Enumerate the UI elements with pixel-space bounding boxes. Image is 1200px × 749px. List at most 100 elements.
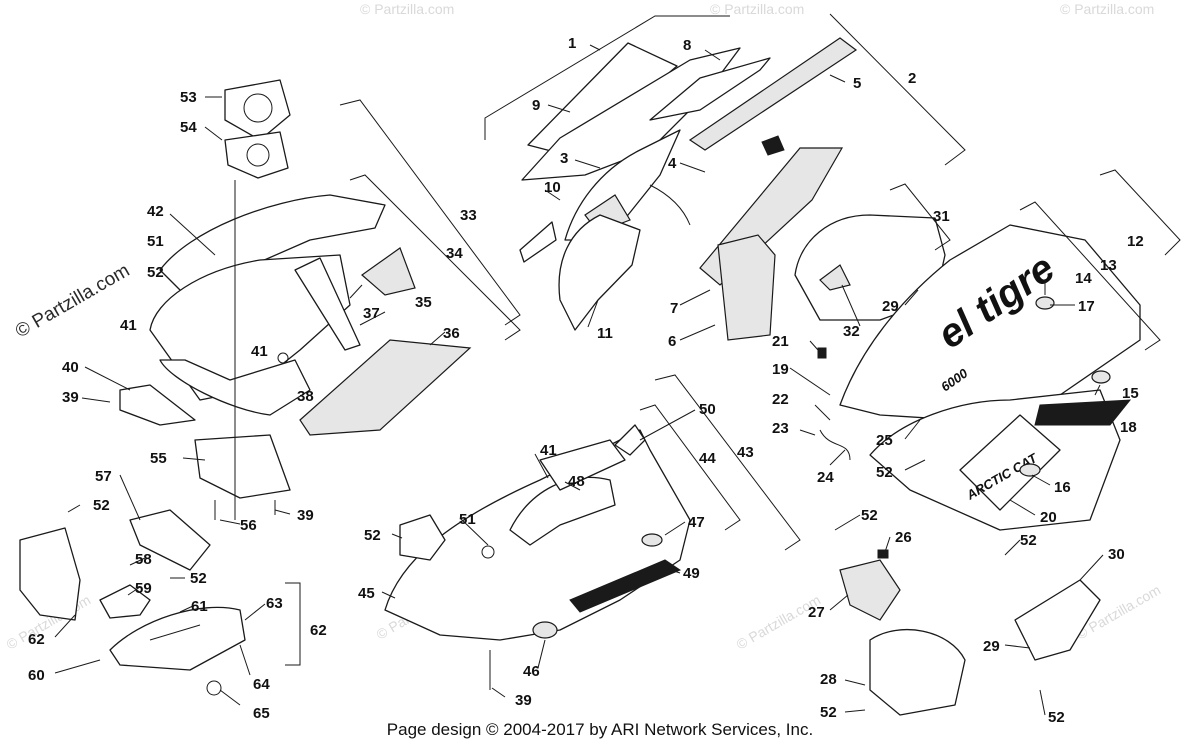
pad-15: [1091, 370, 1111, 384]
decal-part-10: [519, 221, 557, 263]
callout-41-center: 41: [251, 343, 268, 360]
gasket-hole: [243, 93, 273, 123]
callout-31: 31: [933, 208, 950, 225]
callout-52-bottom-right: 52: [1048, 709, 1065, 726]
callout-53: 53: [180, 89, 197, 106]
copyright-footer: Page design © 2004-2017 by ARI Network S…: [386, 720, 814, 739]
panel-crease: [149, 624, 201, 641]
stripe-49: [569, 559, 682, 613]
callout-44: 44: [699, 450, 716, 467]
callout-45: 45: [358, 585, 375, 602]
plate-27: [839, 559, 901, 621]
bracket-52: [399, 514, 446, 561]
callout-12: 12: [1127, 233, 1144, 250]
duct-37: [294, 257, 361, 351]
headlight-40: [119, 384, 196, 426]
hood-assembly: [519, 37, 858, 341]
callout-29: 29: [882, 298, 899, 315]
grommet-51: [481, 545, 495, 559]
callout-35: 35: [415, 294, 432, 311]
callout-48: 48: [568, 473, 585, 490]
callout-32: 32: [843, 323, 860, 340]
pad-32: [819, 264, 851, 291]
callout-18: 18: [1120, 419, 1137, 436]
plate-55: [194, 434, 291, 499]
callout-52-bracket: 52: [861, 507, 878, 524]
callout-33: 33: [460, 207, 477, 224]
callout-54: 54: [180, 119, 197, 136]
callout-59: 59: [135, 580, 152, 597]
callout-52-cover: 52: [190, 570, 207, 587]
foam-block-6: [717, 234, 776, 341]
callout-65: 65: [253, 705, 270, 722]
callout-23: 23: [772, 420, 789, 437]
callout-21: 21: [772, 333, 789, 350]
callout-11: 11: [597, 325, 613, 342]
callout-64: 64: [253, 676, 270, 693]
watermark: © Partzilla.com: [12, 260, 133, 342]
belly-pan-assembly: [384, 424, 691, 690]
seal-part-54: [224, 131, 289, 179]
callout-19: 19: [772, 361, 789, 378]
callout-16: 16: [1054, 479, 1071, 496]
connector-21: [817, 347, 827, 359]
callout-28: 28: [820, 671, 837, 688]
panel-60: [109, 606, 246, 671]
callout-57: 57: [95, 468, 112, 485]
pad-47: [641, 533, 663, 547]
callout-62: 62: [28, 631, 45, 648]
callout-17: 17: [1078, 298, 1095, 315]
callout-3: 3: [560, 150, 568, 167]
callout-39-bottom: 39: [515, 692, 532, 709]
decal-20: [959, 414, 1061, 511]
callout-56: 56: [240, 517, 257, 534]
seal-hole: [246, 143, 270, 167]
pad-46: [532, 621, 558, 639]
callout-50: 50: [699, 401, 716, 418]
callout-41: 41: [120, 317, 137, 334]
duct-28: [869, 628, 966, 716]
callout-39-right: 39: [297, 507, 314, 524]
callout-6: 6: [668, 333, 676, 350]
callout-62-right: 62: [310, 622, 327, 639]
callout-63: 63: [266, 595, 283, 612]
clip-26: [877, 549, 889, 559]
callout-52-side: 52: [876, 464, 893, 481]
callout-26: 26: [895, 529, 912, 546]
callout-61: 61: [191, 598, 208, 615]
decal-part-8: [649, 57, 771, 121]
box-59: [99, 584, 151, 619]
lower-right-assembly: [839, 549, 1101, 716]
callout-15: 15: [1122, 385, 1139, 402]
lower-left-assembly: [19, 509, 301, 696]
callout-1: 1: [568, 35, 576, 52]
callout-14: 14: [1075, 270, 1092, 287]
callout-58: 58: [135, 551, 152, 568]
callout-labels: 1 2 3 4 5 6 7 8 9 10 11 12 13 14 15 16 1…: [28, 35, 1144, 726]
callout-10: 10: [544, 179, 561, 196]
wire-22: [819, 429, 851, 461]
callout-52-lower-left: 52: [93, 497, 110, 514]
callout-52-belly: 52: [364, 527, 381, 544]
callout-8: 8: [683, 37, 691, 54]
callout-22: 22: [772, 391, 789, 408]
stripe-18: [1034, 399, 1132, 426]
nose-assembly: [119, 79, 472, 520]
callout-55: 55: [150, 450, 167, 467]
callout-42: 42: [147, 203, 164, 220]
foam-strip-5: [688, 37, 858, 151]
panel-48: [539, 439, 626, 491]
callout-20: 20: [1040, 509, 1057, 526]
callout-2: 2: [908, 70, 916, 87]
callout-7: 7: [670, 300, 678, 317]
pad-14: [1035, 296, 1055, 310]
watermark-faint: © Partzilla.com: [734, 592, 824, 653]
watermark-faint: © Partzilla.com: [1060, 1, 1154, 17]
callout-29-lower: 29: [983, 638, 1000, 655]
callout-41-belly: 41: [540, 442, 557, 459]
callout-40: 40: [62, 359, 79, 376]
watermark-faint: © Partzilla.com: [710, 1, 804, 17]
callout-37: 37: [363, 305, 380, 322]
gasket-part-53: [224, 79, 291, 141]
